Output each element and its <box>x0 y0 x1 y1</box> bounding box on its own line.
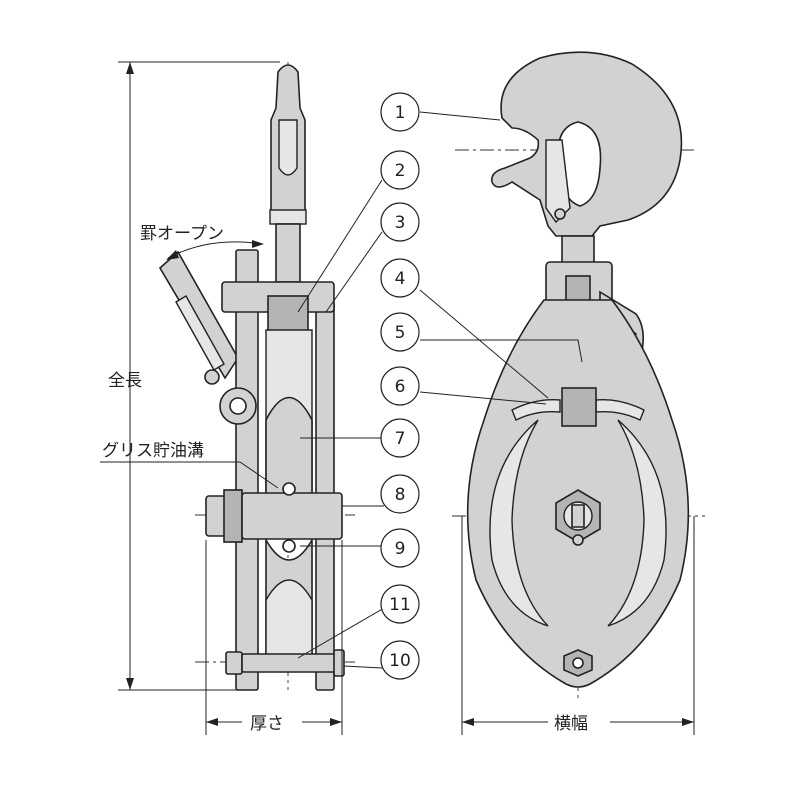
side-axle-collar <box>223 489 243 543</box>
side-grease-hole-top <box>282 482 296 496</box>
side-hook-neck <box>275 223 301 283</box>
side-latch-stop <box>204 369 220 385</box>
total-length-arrow-top <box>126 62 134 74</box>
callout-2: 2 <box>380 150 420 190</box>
side-bottom-bolt <box>241 653 339 673</box>
side-bottom-bolt-head <box>225 651 243 675</box>
grease-groove-label: グリス貯油溝 <box>102 441 204 461</box>
callout-4: 4 <box>380 258 420 298</box>
front-view <box>452 51 705 700</box>
callout-5-number: 5 <box>395 323 406 343</box>
callout-3: 3 <box>380 202 420 242</box>
callout-7-number: 7 <box>395 429 406 449</box>
leader-11 <box>297 607 385 659</box>
side-pivot-hole <box>229 397 247 415</box>
side-open-latch <box>158 250 239 380</box>
leader-1 <box>419 111 501 121</box>
latch-open-arrow-right <box>252 240 264 248</box>
front-axle-cotter <box>571 504 585 528</box>
leader-3 <box>325 231 383 313</box>
total-length-arrow-bottom <box>126 678 134 690</box>
callout-10: 10 <box>380 640 420 680</box>
width-arrow-left <box>462 718 474 726</box>
front-upper-groove-left <box>511 399 561 421</box>
callout-6-number: 6 <box>395 377 406 397</box>
front-hook-eye <box>557 121 602 207</box>
thickness-arrow-left <box>206 718 218 726</box>
callout-4-number: 4 <box>395 269 406 289</box>
thickness-label-bg <box>246 710 298 734</box>
callout-leaders <box>297 111 583 669</box>
side-view <box>158 62 355 691</box>
total-length-label: 全長 <box>108 371 142 391</box>
width-label: 横幅 <box>554 714 588 734</box>
front-sheave-recess-right <box>607 419 667 627</box>
front-center-key <box>561 387 597 427</box>
side-axle <box>241 492 343 540</box>
grease-groove-leader <box>239 461 279 489</box>
leader-10 <box>343 665 383 669</box>
side-hook-latch-pin <box>269 209 307 225</box>
side-sheave-groove-upper <box>265 396 313 499</box>
callout-1-number: 1 <box>395 103 406 123</box>
callout-11-number: 11 <box>389 595 411 615</box>
callout-6: 6 <box>380 366 420 406</box>
side-axle-nut <box>205 495 227 537</box>
callout-8: 8 <box>380 474 420 514</box>
side-sheave-lower <box>265 579 313 661</box>
callout-1: 1 <box>380 92 420 132</box>
callout-11: 11 <box>380 584 420 624</box>
leader-5 <box>420 339 583 363</box>
callout-3-number: 3 <box>395 213 406 233</box>
latch-open-label: 罫オープン <box>140 224 224 244</box>
callout-7: 7 <box>380 418 420 458</box>
latch-open-arrow-left <box>166 250 179 260</box>
front-grease-fitting <box>572 534 584 546</box>
leader-4 <box>419 289 549 399</box>
side-swivel-block <box>267 295 309 333</box>
front-sheave-recess-left <box>489 419 549 627</box>
callout-9-number: 9 <box>395 539 406 559</box>
callout-2-number: 2 <box>395 161 406 181</box>
side-grease-hole-bottom <box>282 539 296 553</box>
callout-10-number: 10 <box>389 651 411 671</box>
side-hook-tip <box>278 119 298 176</box>
thickness-arrow-right <box>330 718 342 726</box>
front-latch-pin <box>554 208 566 220</box>
side-left-plate <box>235 249 259 691</box>
leader-6 <box>419 391 547 405</box>
dimensions <box>100 61 695 735</box>
callout-9: 9 <box>380 528 420 568</box>
width-label-bg <box>550 710 608 734</box>
front-hook-neck <box>561 235 595 267</box>
leader-2 <box>297 179 383 313</box>
side-open-latch-inner <box>175 295 225 371</box>
width-arrow-right <box>682 718 694 726</box>
thickness-label: 厚さ <box>250 714 284 734</box>
callout-5: 5 <box>380 312 420 352</box>
callout-8-number: 8 <box>395 485 406 505</box>
front-bottom-nut-hole <box>572 657 584 669</box>
